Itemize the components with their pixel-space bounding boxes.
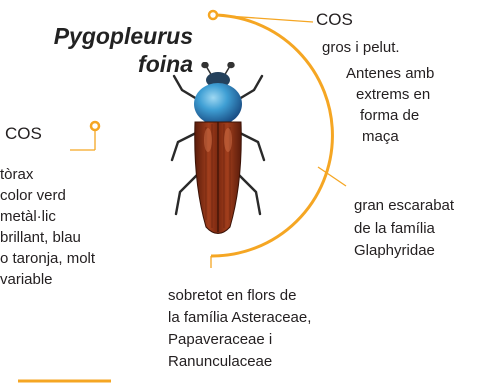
label-flowers-1: sobretot en flors de [168, 287, 297, 304]
label-cos-right: COS [316, 10, 353, 29]
label-flowers-4: Ranunculaceae [168, 353, 273, 370]
label-cos-right-desc-2: Antenes amb [346, 65, 435, 82]
label-cos-left: COS [5, 124, 42, 143]
label-cos-right-desc-1: gros i pelut. [322, 39, 400, 56]
label-cos-right-desc-5: maça [362, 128, 399, 145]
label-cos-left-desc-6: variable [0, 271, 53, 288]
beetle-illustration [170, 62, 266, 234]
leader-top-dot [207, 9, 219, 21]
label-cos-left-desc-1: tòrax [0, 166, 34, 183]
label-family-3: Glaphyridae [354, 242, 435, 259]
label-cos-right-desc-4: forma de [360, 107, 420, 124]
label-cos-left-desc-3: metàl·lic [0, 208, 56, 225]
label-flowers-2: la família Asteraceae, [168, 309, 312, 326]
species-title: Pygopleurus foina [53, 23, 193, 77]
leader-top [212, 14, 314, 23]
orange-arc [210, 13, 334, 258]
leader-left-dot [89, 120, 101, 132]
label-family-2: de la família [354, 220, 435, 237]
label-cos-left-desc-4: brillant, blau [0, 229, 81, 246]
label-cos-left-desc-2: color verd [0, 187, 66, 204]
label-family-1: gran escarabat [354, 197, 455, 214]
label-cos-left-desc-5: o taronja, molt [0, 250, 96, 267]
label-flowers-3: Papaveraceae i [168, 331, 273, 348]
label-cos-right-desc-3: extrems en [356, 86, 431, 103]
leader-right [317, 166, 347, 187]
